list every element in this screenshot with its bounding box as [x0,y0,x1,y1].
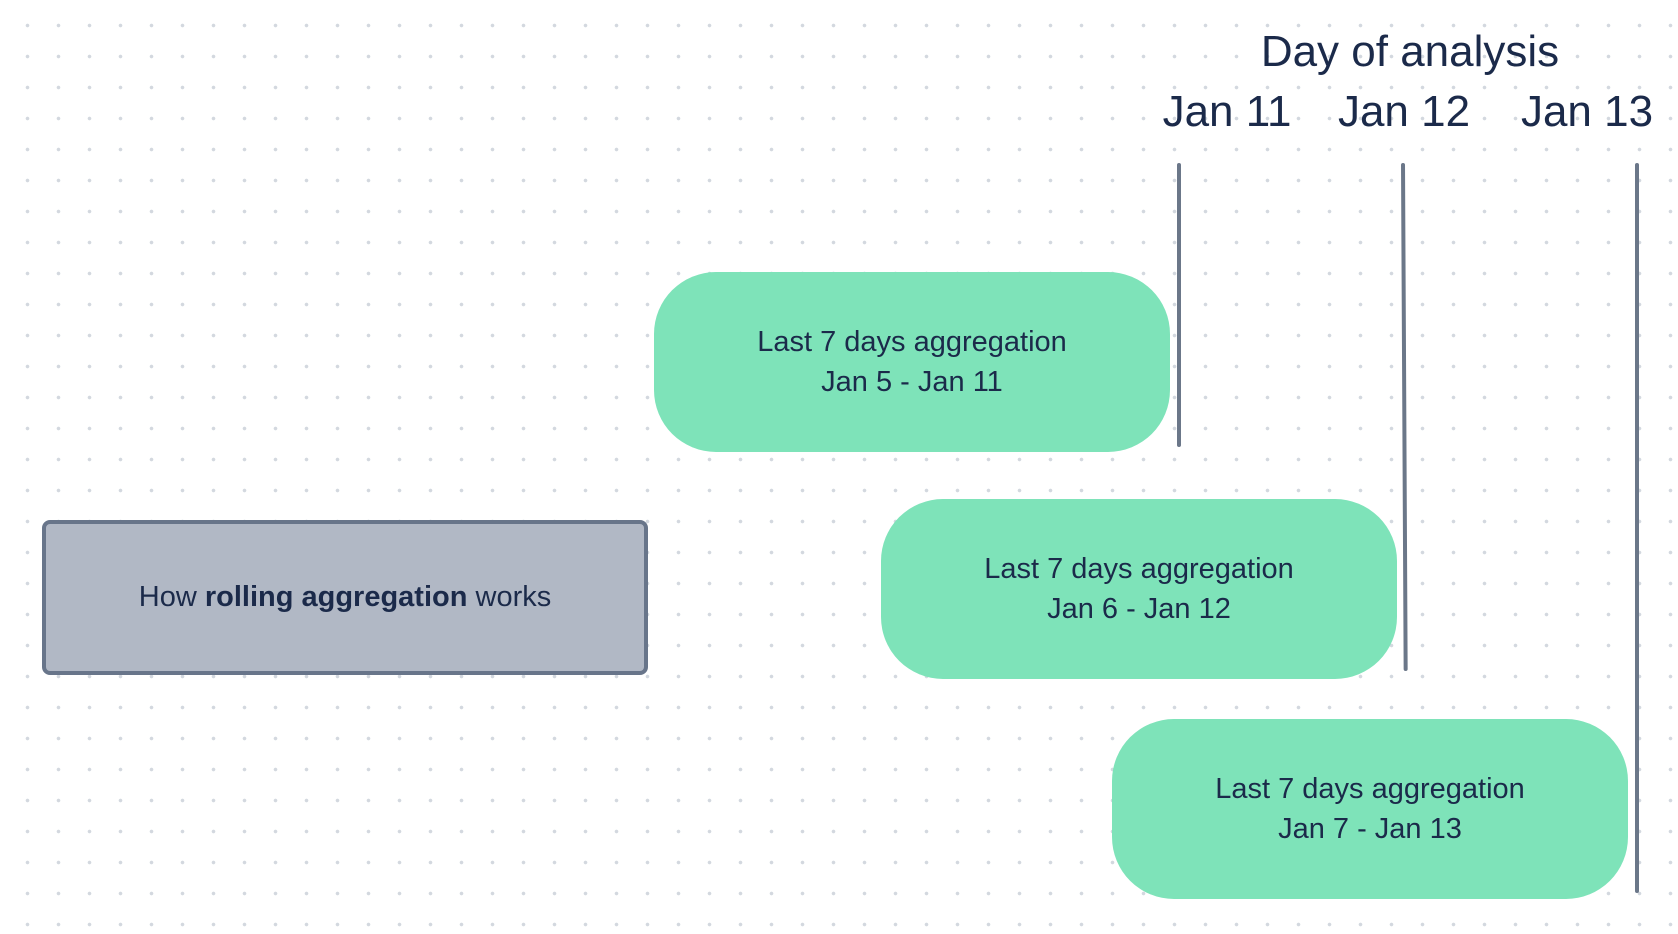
title-card-text: How rolling aggregation works [139,581,552,614]
window-label: Last 7 days aggregation [1215,773,1525,805]
window-pill-jan-12[interactable]: Last 7 days aggregation Jan 6 - Jan 12 [881,499,1397,679]
day-marker-line-jan-12 [1401,162,1408,672]
title-card-suffix: works [467,581,552,613]
window-pill-jan-13[interactable]: Last 7 days aggregation Jan 7 - Jan 13 [1112,719,1628,899]
window-pill-jan-11[interactable]: Last 7 days aggregation Jan 5 - Jan 11 [654,272,1170,452]
title-card-prefix: How [138,581,205,613]
window-range: Jan 5 - Jan 11 [821,366,1003,398]
day-label-jan-13: Jan 13 [1520,87,1654,136]
day-label-jan-12: Jan 12 [1337,87,1471,136]
window-range: Jan 7 - Jan 13 [1278,813,1462,845]
day-of-analysis-title: Day of analysis [1260,27,1560,76]
window-label: Last 7 days aggregation [984,553,1294,585]
window-label: Last 7 days aggregation [757,326,1067,358]
day-label-jan-11: Jan 11 [1162,87,1292,136]
day-marker-line-jan-13 [1635,163,1639,893]
window-range: Jan 6 - Jan 12 [1047,593,1231,625]
rolling-aggregation-title-card[interactable]: How rolling aggregation works [42,520,648,675]
title-card-emphasis: rolling aggregation [204,581,468,613]
day-marker-line-jan-11 [1177,163,1181,447]
